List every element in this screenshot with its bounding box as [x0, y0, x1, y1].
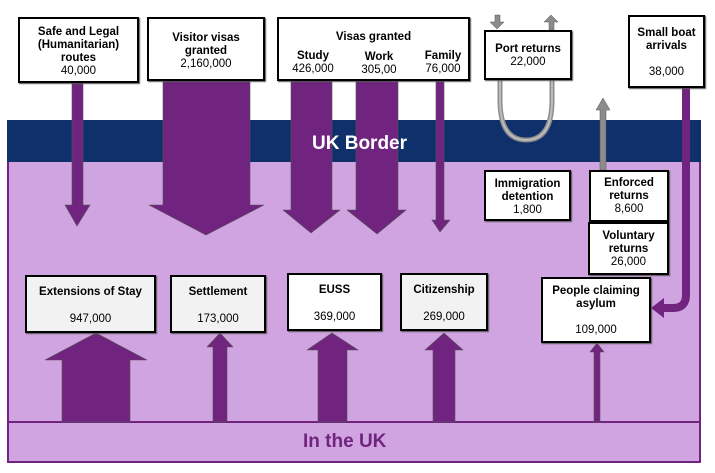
port-out-arrow — [543, 14, 559, 31]
citizenship-title: Citizenship — [413, 284, 475, 296]
extensions-value: 947,000 — [69, 313, 112, 325]
uk-border-band — [7, 120, 701, 162]
port-returns-box: Port returns 22,000 — [484, 30, 572, 80]
extensions-title: Extensions of Stay — [39, 286, 142, 298]
port-returns-title: Port returns — [495, 43, 561, 55]
extensions-box: Extensions of Stay 947,000 — [25, 275, 156, 333]
visitor-arrow — [148, 80, 265, 236]
visitor-value: 2,160,000 — [180, 58, 232, 70]
small-boat-title: Small boat arrivals — [637, 27, 696, 52]
in-the-uk-label: In the UK — [303, 431, 387, 452]
euss-title: EUSS — [318, 284, 351, 296]
study-label: Study — [297, 50, 329, 62]
study-arrow — [282, 80, 341, 234]
small-boat-arrow-head — [651, 298, 664, 318]
work-value: 305,00 — [361, 64, 397, 76]
detention-value: 1,800 — [513, 204, 542, 216]
inside-uk-band — [7, 421, 701, 463]
citizenship-value: 269,000 — [423, 311, 465, 323]
detention-title: Immigration detention — [494, 178, 561, 203]
family-value: 76,000 — [425, 63, 461, 75]
safe-legal-title: Safe and Legal (Humanitarian) routes — [37, 26, 120, 64]
safe-legal-arrow — [64, 82, 91, 227]
citizenship-box: Citizenship 269,000 — [400, 273, 488, 331]
asylum-arrow — [589, 342, 605, 423]
citizenship-arrow — [424, 332, 464, 423]
settlement-arrow — [206, 332, 234, 423]
small-boat-value: 38,000 — [648, 66, 685, 78]
voluntary-title: Voluntary returns — [602, 230, 655, 255]
detention-box: Immigration detention 1,800 — [484, 170, 571, 221]
enforced-returns-arrow — [595, 97, 611, 171]
family-label: Family — [424, 50, 462, 62]
enforced-value: 8,600 — [614, 203, 644, 215]
port-returns-value: 22,000 — [510, 56, 546, 68]
enforced-returns-box: Enforced returns 8,600 — [589, 170, 669, 222]
port-in-arrow — [489, 14, 505, 30]
settlement-value: 173,000 — [197, 313, 239, 325]
euss-box: EUSS 369,000 — [287, 273, 382, 331]
safe-legal-box: Safe and Legal (Humanitarian) routes 40,… — [18, 17, 139, 83]
visas-title: Visas granted — [335, 31, 412, 43]
voluntary-value: 26,000 — [610, 256, 647, 268]
extensions-arrow — [44, 332, 148, 423]
study-value: 426,000 — [292, 63, 334, 75]
visitor-visas-box: Visitor visas granted 2,160,000 — [147, 17, 265, 81]
euss-arrow — [306, 332, 360, 423]
visitor-title: Visitor visas granted — [172, 32, 240, 57]
small-boat-box: Small boat arrivals 38,000 — [628, 15, 705, 88]
safe-legal-value: 40,000 — [60, 65, 97, 77]
euss-value: 369,000 — [313, 311, 356, 323]
small-boat-arrow — [662, 88, 690, 312]
asylum-value: 109,000 — [575, 324, 617, 336]
asylum-box: People claiming asylum 109,000 — [541, 277, 651, 343]
settlement-box: Settlement 173,000 — [170, 275, 266, 333]
uk-border-label: UK Border — [312, 133, 408, 154]
enforced-title: Enforced returns — [604, 177, 654, 202]
asylum-title: People claiming asylum — [552, 285, 640, 310]
work-label: Work — [364, 51, 394, 63]
port-returns-loop-inner — [499, 80, 553, 142]
voluntary-returns-box: Voluntary returns 26,000 — [588, 222, 669, 275]
work-arrow — [346, 80, 407, 235]
settlement-title: Settlement — [188, 286, 248, 298]
family-arrow — [431, 80, 451, 233]
